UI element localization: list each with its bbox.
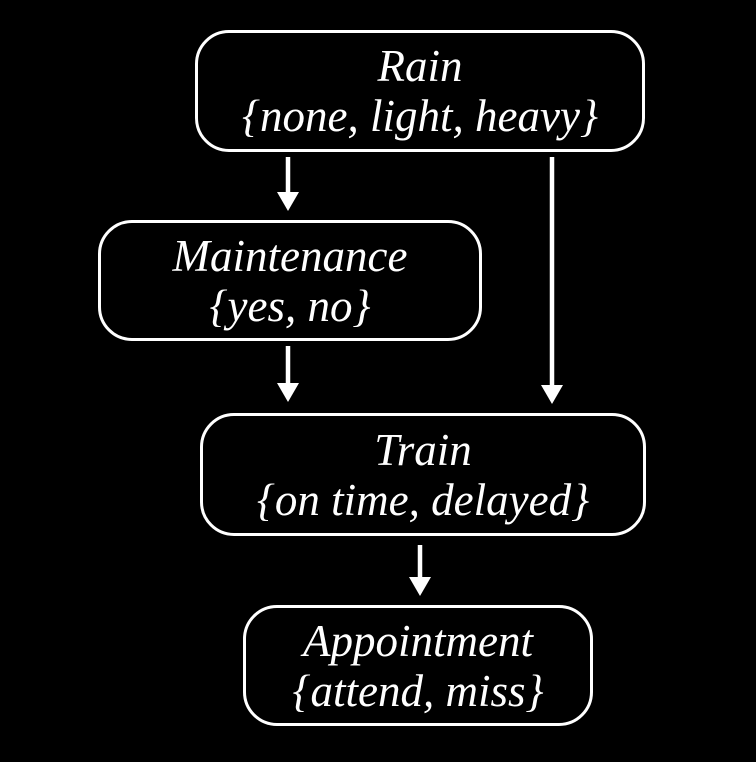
- node-maintenance-label: Maintenance: [172, 230, 408, 281]
- node-appointment-label: Appointment: [303, 615, 533, 666]
- edge-train-to-appointment: [409, 545, 431, 596]
- edge-rain-to-maintenance: [277, 157, 299, 211]
- node-appointment-domain: {attend, miss}: [292, 665, 544, 716]
- edge-rain-to-train: [541, 157, 563, 404]
- node-train-label: Train: [374, 424, 472, 475]
- node-train: Train {on time, delayed}: [200, 413, 646, 536]
- node-rain-domain: {none, light, heavy}: [242, 91, 598, 141]
- node-appointment: Appointment {attend, miss}: [243, 605, 593, 726]
- node-train-domain: {on time, delayed}: [256, 474, 590, 525]
- node-maintenance-domain: {yes, no}: [209, 280, 371, 331]
- node-rain: Rain {none, light, heavy}: [195, 30, 645, 152]
- node-maintenance: Maintenance {yes, no}: [98, 220, 482, 341]
- node-rain-label: Rain: [377, 41, 463, 91]
- edge-maintenance-to-train: [277, 346, 299, 402]
